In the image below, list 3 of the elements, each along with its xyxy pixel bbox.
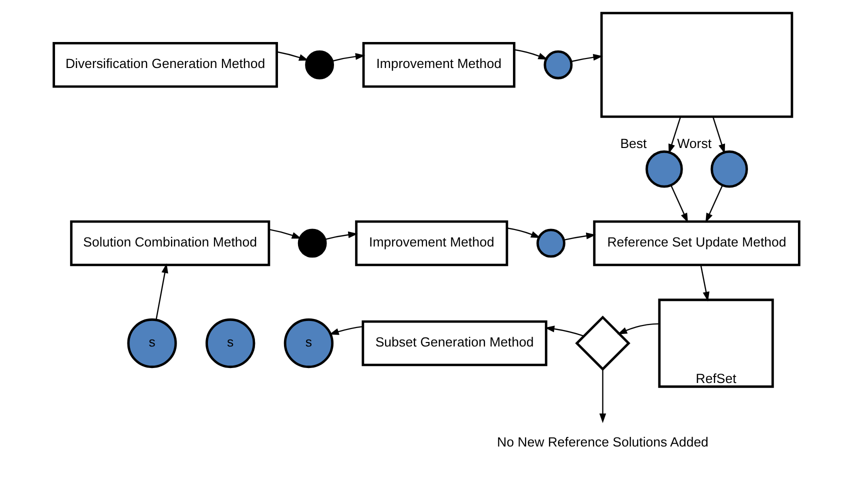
node-label: Best (620, 136, 646, 151)
node-label: Worst (676, 136, 712, 151)
node-text: No New Reference Solutions Added (496, 434, 708, 450)
